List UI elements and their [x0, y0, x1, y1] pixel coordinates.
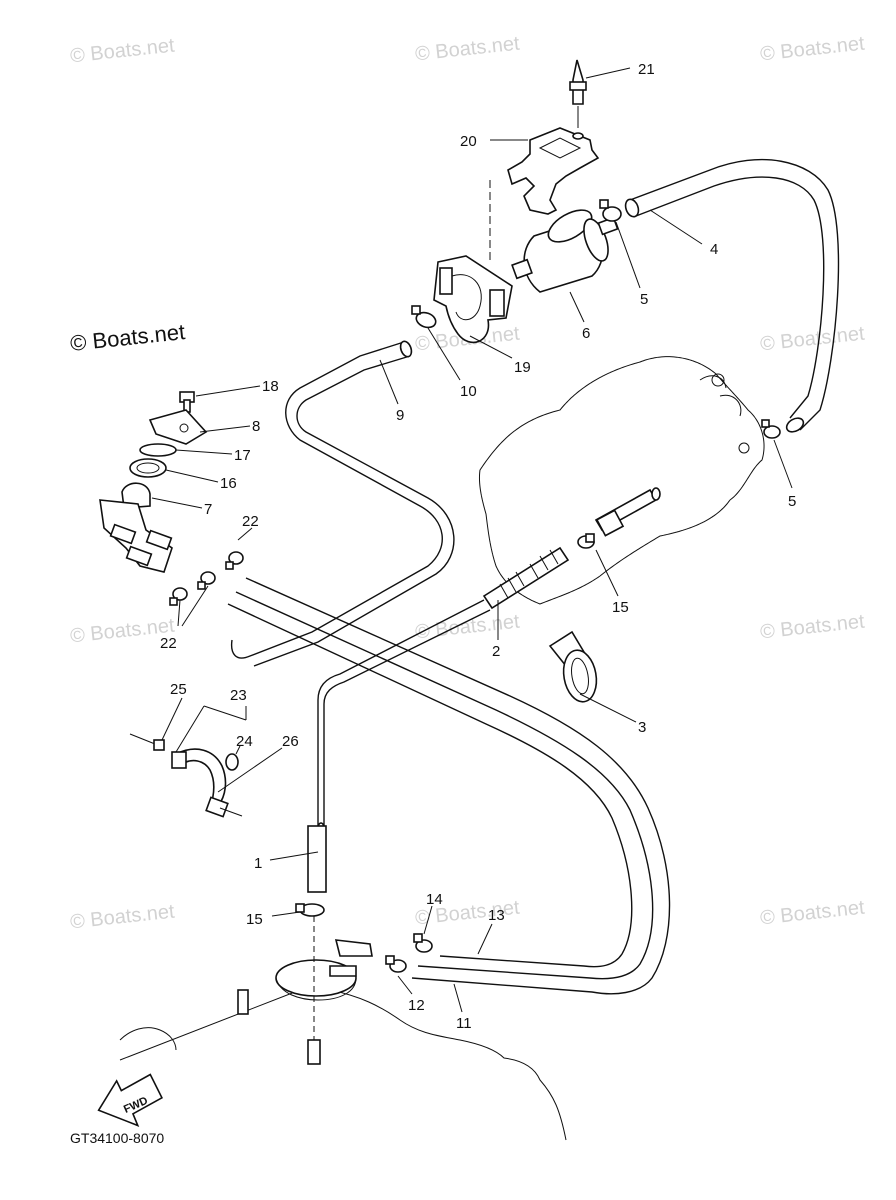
- part-21-pin: [569, 59, 587, 128]
- callout-14: 14: [426, 891, 443, 908]
- callout-13: 13: [488, 907, 505, 924]
- part-9-hose: [230, 340, 455, 667]
- part-17-washer: [139, 443, 177, 457]
- callout-6: 6: [582, 325, 590, 342]
- callout-9: 9: [396, 407, 404, 424]
- callout-2: 2: [492, 643, 500, 660]
- callout-8: 8: [252, 418, 260, 435]
- part-hoses-main: [227, 577, 671, 995]
- part-22-clamp-b: [197, 571, 216, 590]
- callout-4: 4: [710, 241, 718, 258]
- callout-25: 25: [170, 681, 187, 698]
- callout-15-upper: 15: [612, 599, 629, 616]
- part-8-cap: [148, 409, 208, 445]
- part-2-joint: [482, 487, 661, 610]
- diagram-code: GT34100-8070: [70, 1130, 165, 1146]
- callout-24: 24: [236, 733, 253, 750]
- part-19-filter-holder: [433, 255, 513, 344]
- part-22-clamp-a: [225, 551, 244, 570]
- part-15-clamp-upper: [577, 533, 595, 549]
- callout-3: 3: [638, 719, 646, 736]
- callout-17: 17: [234, 447, 251, 464]
- callout-23: 23: [230, 687, 247, 704]
- part-7-fitting: [99, 482, 173, 573]
- callouts: 21 20 4 5 6 19 10 9 18 8 17 16 7 5 22 15…: [160, 61, 796, 1032]
- callout-21: 21: [638, 61, 655, 78]
- callout-16: 16: [220, 475, 237, 492]
- callout-11: 11: [456, 1015, 472, 1032]
- callout-19: 19: [514, 359, 531, 376]
- part-15-clamp-lower: [295, 903, 325, 917]
- callout-20: 20: [460, 133, 477, 150]
- part-3-band: [548, 630, 598, 703]
- part-14-clamp: [413, 933, 433, 953]
- callout-5-upper: 5: [640, 291, 648, 308]
- part-12-clamp: [385, 955, 407, 973]
- part-18-bolt: [179, 391, 195, 413]
- callout-15-lower: 15: [246, 911, 263, 928]
- part-6-fuel-filter: [511, 209, 619, 293]
- callout-22-lower: 22: [160, 635, 177, 652]
- part-10-clamp: [411, 305, 437, 329]
- callout-22-upper: 22: [242, 513, 259, 530]
- tank-outline: [119, 916, 567, 1141]
- part-5-clamp-upper: [599, 199, 622, 222]
- callout-1: 1: [254, 855, 262, 872]
- part-20-bracket: [507, 127, 600, 215]
- part-4-hose: [624, 158, 840, 433]
- callout-5-lower: 5: [788, 493, 796, 510]
- callout-10: 10: [460, 383, 477, 400]
- callout-7: 7: [204, 501, 212, 518]
- part-5-clamp-lower: [761, 419, 781, 439]
- leader-lines: [151, 67, 793, 1013]
- part-22-clamp-c: [169, 587, 188, 606]
- part-23-clamp-assembly: [129, 733, 243, 818]
- part-16-gasket: [129, 458, 167, 478]
- engine-outline: [479, 356, 765, 605]
- callout-26: 26: [282, 733, 299, 750]
- callout-18: 18: [262, 378, 279, 395]
- fwd-arrow-icon: FWD: [97, 1073, 163, 1127]
- callout-12: 12: [408, 997, 425, 1014]
